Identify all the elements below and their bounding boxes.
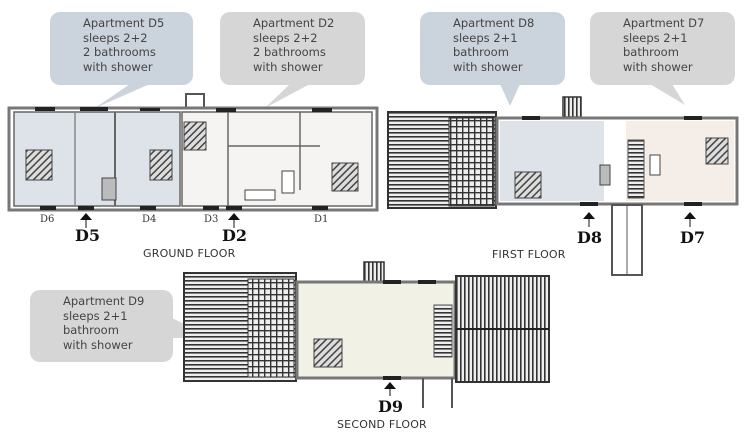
callout-tail-d8	[500, 84, 520, 106]
chimney	[363, 261, 385, 283]
callout-line: Apartment D9	[63, 294, 145, 308]
door-label-d6: D6	[40, 214, 55, 225]
door-label-d4: D4	[142, 214, 157, 225]
entrance-arrow-icon	[384, 382, 396, 396]
windows	[522, 116, 702, 206]
bed-icon	[183, 121, 207, 151]
bed-icon	[705, 137, 729, 165]
pergola	[247, 278, 295, 378]
callout-apartment-d9: Apartment D9 sleeps 2+1 bathroom with sh…	[30, 290, 173, 362]
callout-line: bathroom	[453, 45, 509, 59]
callout-line: Apartment D2	[253, 16, 335, 30]
floor-label-second: SECOND FLOOR	[337, 418, 427, 431]
pergola	[448, 117, 495, 207]
staircase	[627, 139, 645, 199]
kitchen-counter	[244, 189, 276, 201]
entrance-arrow-icon	[80, 213, 92, 228]
entrance-arrow-icon	[583, 212, 595, 227]
callout-tail-d5	[95, 84, 150, 108]
callout-apartment-d2: Apartment D2 sleeps 2+2 2 bathrooms with…	[220, 12, 365, 85]
table-icon	[649, 154, 661, 176]
callout-line: sleeps 2+1	[63, 308, 128, 323]
callout-line: sleeps 2+2	[253, 30, 318, 45]
apartment-d2-area	[181, 111, 373, 207]
callout-line: with shower	[453, 59, 523, 74]
callout-line: with shower	[83, 59, 153, 74]
callout-line: with shower	[253, 59, 323, 74]
callout-line: Apartment D5	[83, 16, 165, 30]
windows	[35, 107, 332, 210]
callout-line: sleeps 2+2	[83, 30, 148, 45]
windows	[383, 280, 436, 380]
callout-line: 2 bathrooms	[253, 45, 326, 59]
entrance-arrow-icon	[684, 212, 696, 227]
callout-line: with shower	[623, 59, 693, 74]
floor-label-ground: GROUND FLOOR	[143, 247, 236, 260]
callout-line: bathroom	[63, 323, 119, 337]
entrance-label-d9: D9	[378, 397, 404, 416]
callout-tail-d7	[650, 84, 685, 105]
callout-tail-d2	[265, 84, 310, 108]
callout-line: with shower	[63, 337, 133, 352]
ground-floor-plan	[7, 93, 379, 228]
bed-icon	[331, 162, 359, 192]
table-icon	[599, 164, 611, 186]
entrance-label-d8: D8	[577, 228, 603, 247]
door-label-d1: D1	[314, 214, 329, 225]
bed-icon	[313, 338, 343, 368]
bed-icon	[514, 171, 542, 199]
callout-apartment-d8: Apartment D8 sleeps 2+1 bathroom with sh…	[420, 12, 565, 85]
entrance-label-d7: D7	[680, 228, 706, 247]
callout-apartment-d5: Apartment D5 sleeps 2+2 2 bathrooms with…	[50, 12, 193, 85]
table-icon	[281, 170, 295, 194]
bed-icon	[149, 149, 173, 181]
table-icon	[101, 177, 117, 201]
door-label-d3: D3	[204, 214, 219, 225]
chimney	[562, 96, 582, 118]
callout-line: Apartment D7	[623, 16, 705, 30]
entrance-label-d5: D5	[75, 226, 101, 245]
callout-line: 2 bathrooms	[83, 45, 156, 59]
first-floor-plan	[387, 96, 739, 276]
callout-line: sleeps 2+1	[453, 30, 518, 45]
floor-label-first: FIRST FLOOR	[492, 248, 566, 261]
staircase	[433, 304, 453, 358]
callout-line: sleeps 2+1	[623, 30, 688, 45]
bed-icon	[25, 149, 53, 181]
callout-apartment-d7: Apartment D7 sleeps 2+1 bathroom with sh…	[590, 12, 735, 85]
callout-line: bathroom	[623, 45, 679, 59]
callout-line: Apartment D8	[453, 16, 535, 30]
entrance-label-d2: D2	[222, 226, 248, 245]
second-floor-plan	[183, 261, 550, 408]
callout-tails	[95, 84, 520, 108]
entrance-arrow-icon	[228, 213, 240, 228]
